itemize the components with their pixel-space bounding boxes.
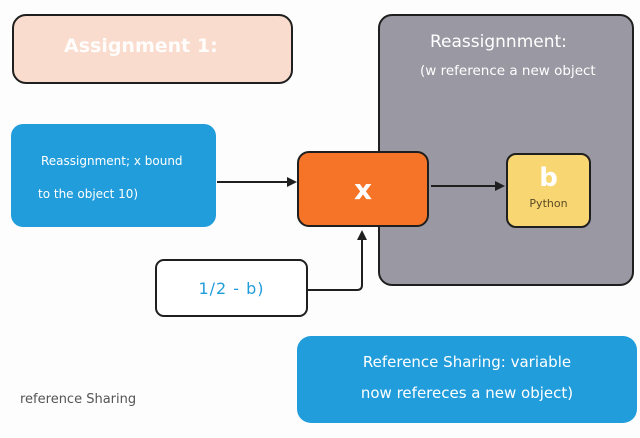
- object-sublabel: Python: [529, 197, 568, 210]
- caption: reference Sharing: [20, 392, 137, 407]
- assignment-label: Assignment 1:: [64, 35, 218, 57]
- expression-label: 1/2 - b): [198, 278, 265, 298]
- reassignment-panel: Reassignnment: (w reference a new object: [378, 14, 634, 286]
- expression-box: 1/2 - b): [155, 259, 308, 317]
- reference-sharing-box: Reference Sharing: variable now referece…: [297, 336, 637, 423]
- bound-line-2: to the object 10): [38, 187, 139, 201]
- object-node-b: b Python: [506, 153, 591, 228]
- bound-line-1: Reassignment; x bound: [41, 154, 183, 168]
- object-label: b: [539, 163, 558, 193]
- sharing-line-2: now refereces a new object): [360, 384, 574, 402]
- edge-expression-to-x: [308, 230, 367, 291]
- sharing-line-1: Reference Sharing: variable: [362, 353, 572, 371]
- variable-label: x: [353, 172, 373, 206]
- reassignment-title: Reassignnment:: [430, 32, 567, 52]
- variable-node-x: x: [297, 151, 429, 227]
- reassignment-subtitle: (w reference a new object: [420, 63, 596, 79]
- assignment-box: Assignment 1:: [12, 14, 293, 84]
- bound-box: Reassignment; x bound to the object 10): [11, 124, 216, 227]
